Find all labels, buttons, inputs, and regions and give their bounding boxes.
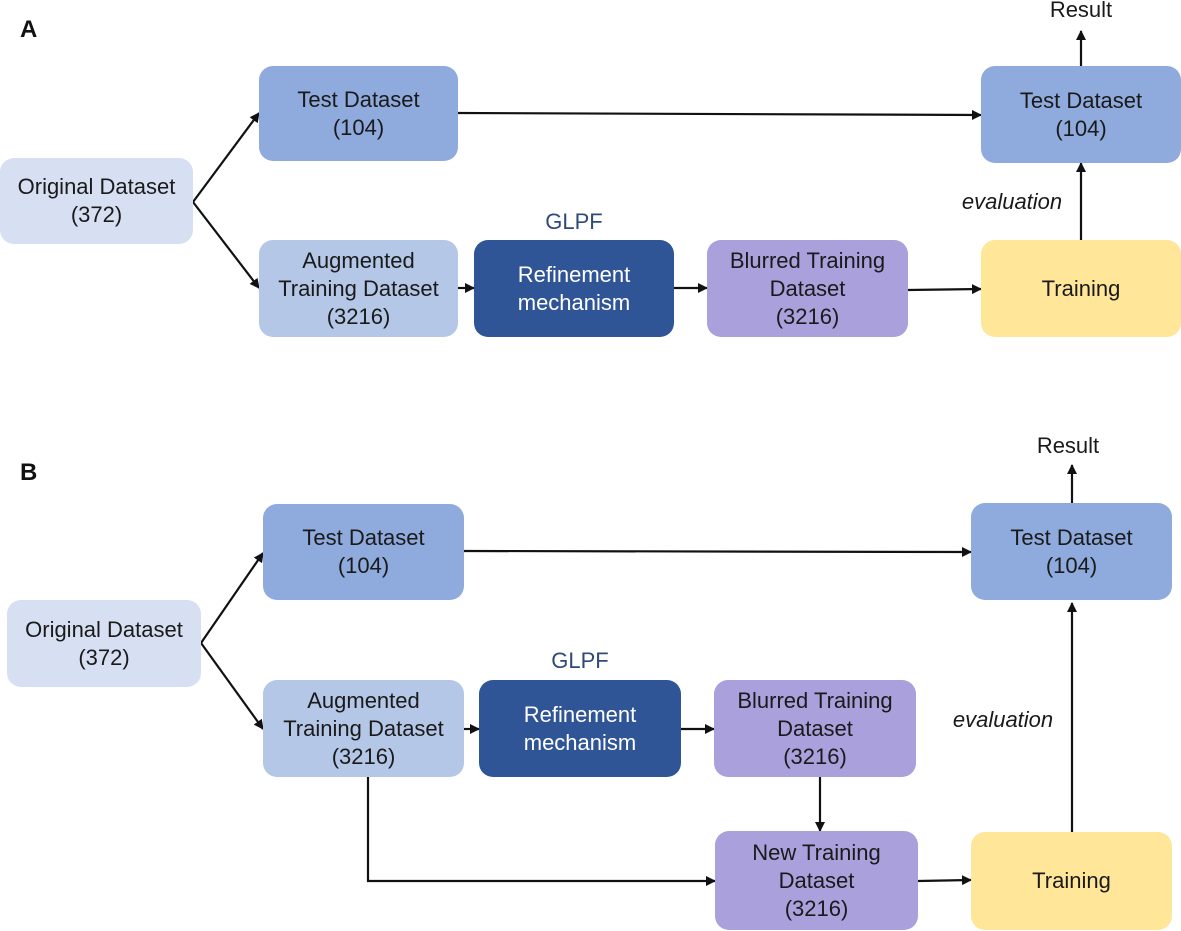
b-augmented-training-dataset-text: Augmented Training Dataset (3216) <box>283 687 444 769</box>
arrow-b-original-to-test <box>200 552 264 644</box>
b-new-training-dataset-text: New Training Dataset (3216) <box>752 839 881 921</box>
a-original-dataset: Original Dataset (372) <box>0 158 193 244</box>
arrow-a-original-to-augmented <box>192 201 260 289</box>
b-refinement-mechanism: Refinement mechanism <box>479 680 681 777</box>
a-test-dataset-eval-text: Test Dataset (104) <box>1019 87 1143 141</box>
b-test-dataset-eval: Test Dataset (104) <box>971 503 1172 600</box>
arrow-b-augmented-to-new <box>366 777 716 886</box>
arrow-b-test-to-test-eval <box>463 546 972 557</box>
arrow-a-test-to-test-eval <box>457 109 982 120</box>
a-test-dataset-eval: Test Dataset (104) <box>981 66 1181 163</box>
b-test-dataset: Test Dataset (104) <box>263 504 464 600</box>
a-training: Training <box>981 240 1181 337</box>
b-glpf-label: GLPF <box>551 648 609 673</box>
a-augmented-training-dataset: Augmented Training Dataset (3216) <box>259 240 458 337</box>
a-original-dataset-text: Original Dataset (372) <box>17 174 176 227</box>
a-refinement-mechanism-text: Refinement mechanism <box>517 261 631 315</box>
a-blurred-training-dataset: Blurred Training Dataset (3216) <box>707 240 908 337</box>
panel-a-label: A <box>20 16 38 43</box>
a-evaluation-label: evaluation <box>961 189 1063 214</box>
b-refinement-mechanism-text: Refinement mechanism <box>523 701 637 755</box>
arrow-b-new-to-training <box>917 875 972 886</box>
arrow-a-blurred-to-training <box>907 284 982 295</box>
b-blurred-training-dataset-text: Blurred Training Dataset (3216) <box>737 687 893 769</box>
b-blurred-training-dataset: Blurred Training Dataset (3216) <box>714 680 916 777</box>
a-blurred-training-dataset-text: Blurred Training Dataset (3216) <box>729 247 886 329</box>
a-test-dataset: Test Dataset (104) <box>259 66 458 161</box>
b-augmented-training-dataset: Augmented Training Dataset (3216) <box>263 680 464 777</box>
b-original-dataset: Original Dataset (372) <box>7 600 201 687</box>
a-augmented-training-dataset-text: Augmented Training Dataset (3216) <box>278 247 439 329</box>
arrow-b-original-to-augmented <box>200 642 264 730</box>
b-test-dataset-text: Test Dataset (104) <box>302 525 425 578</box>
a-glpf-label: GLPF <box>545 209 603 234</box>
b-test-dataset-eval-text: Test Dataset (104) <box>1010 524 1133 578</box>
a-training-text: Training <box>1041 275 1121 301</box>
b-evaluation-label: evaluation <box>952 707 1054 732</box>
b-result-label: Result <box>1036 433 1100 458</box>
a-refinement-mechanism: Refinement mechanism <box>474 240 674 337</box>
a-result-label: Result <box>1049 0 1113 22</box>
arrow-a-original-to-test <box>192 112 260 203</box>
b-new-training-dataset: New Training Dataset (3216) <box>715 831 918 930</box>
b-training-text: Training <box>1032 868 1111 893</box>
panel-b-label: B <box>20 459 38 486</box>
b-training: Training <box>971 832 1172 930</box>
a-test-dataset-text: Test Dataset (104) <box>297 86 420 140</box>
b-original-dataset-text: Original Dataset (372) <box>25 616 183 670</box>
